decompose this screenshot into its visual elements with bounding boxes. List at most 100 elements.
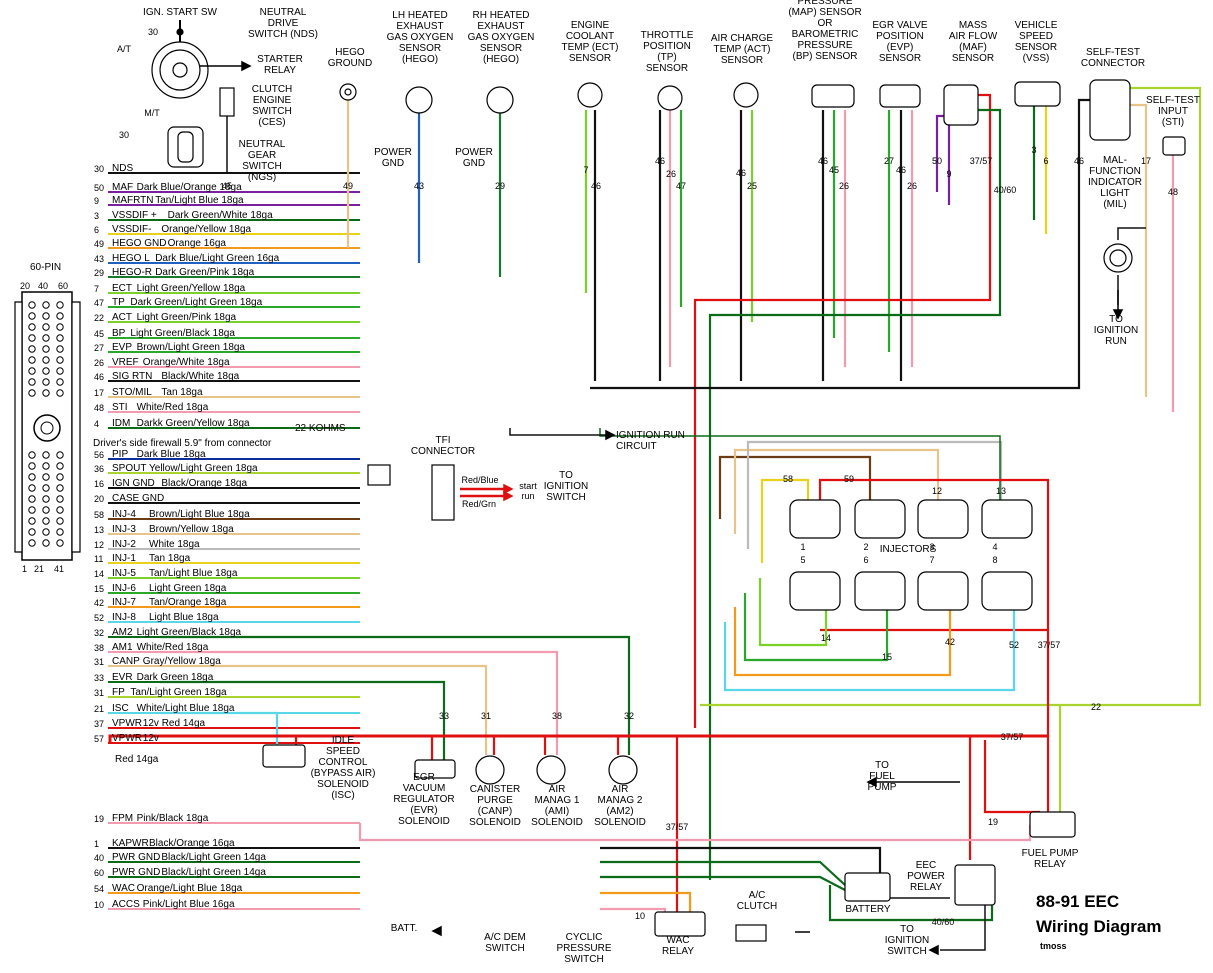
- wire-desc-31: White/Red 18ga: [137, 642, 209, 653]
- connector-pin: [42, 345, 50, 353]
- wire-desc-41: Black/Light Green 14ga: [161, 867, 266, 878]
- wire-name-32: CANP: [112, 656, 140, 667]
- wire-pin-1: 50: [94, 183, 104, 193]
- small-label-47: 15: [882, 652, 892, 662]
- connector-pin: [56, 356, 64, 364]
- wire-name-12: EVP: [112, 342, 132, 353]
- small-label-60: 10: [635, 911, 645, 921]
- small-label-4: 45: [222, 181, 232, 191]
- wire-desc-43: Pink/Light Blue 16ga: [143, 899, 235, 910]
- wire-desc-30: Light Green/Black 18ga: [137, 627, 242, 638]
- wire-pin-43: 10: [94, 900, 104, 910]
- small-label-53: 33: [439, 711, 449, 721]
- small-label-40: 3: [929, 542, 934, 552]
- wire-pin-4: 6: [94, 225, 99, 235]
- wire-name-10: ACT: [112, 312, 132, 323]
- small-label-45: 8: [992, 555, 997, 565]
- connector-bottom-41: 41: [54, 564, 64, 574]
- wire-name-39: KAPWR: [112, 838, 149, 849]
- connector-pin: [28, 323, 36, 331]
- wire-pin-41: 60: [94, 868, 104, 878]
- connector-pin: [42, 495, 50, 503]
- wire-desc-20: Black/Orange 18ga: [161, 478, 247, 489]
- small-label-21: 50: [932, 156, 942, 166]
- wire-pin-22: 58: [94, 510, 104, 520]
- pcm-60-pin-connector: [14, 291, 81, 561]
- wire-name-30: AM2: [112, 627, 133, 638]
- wire-pin-38: 19: [94, 814, 104, 824]
- wire-desc-2: Tan/Light Blue 18ga: [155, 195, 244, 206]
- connector-pin: [28, 345, 36, 353]
- wire-name-17: IDM: [112, 418, 130, 429]
- wire-name-37: VPWR: [112, 733, 142, 744]
- connector-pin: [42, 484, 50, 492]
- connector-pin: [28, 528, 36, 536]
- connector-pin: [28, 312, 36, 320]
- wire-name-24: INJ-2: [112, 539, 136, 550]
- wire-pin-31: 38: [94, 643, 104, 653]
- small-label-26: 6: [1043, 156, 1048, 166]
- connector-pin: [28, 539, 36, 547]
- wire-pin-30: 32: [94, 628, 104, 638]
- component-label-32: BATTERY: [845, 904, 891, 915]
- connector-pin: [28, 506, 36, 514]
- small-label-10: 46: [655, 156, 665, 166]
- small-label-7: 29: [495, 181, 505, 191]
- wire-desc-13: Orange/White 18ga: [143, 357, 230, 368]
- connector-pin: [56, 367, 64, 375]
- wire-pin-16: 48: [94, 403, 104, 413]
- connector-pin: [42, 517, 50, 525]
- small-label-38: 1: [800, 542, 805, 552]
- connector-pin: [42, 462, 50, 470]
- small-label-25: 3: [1031, 145, 1036, 155]
- wire-pin-34: 31: [94, 688, 104, 698]
- wire-name-20: IGN GND: [112, 478, 155, 489]
- small-label-33: Red/Grn: [462, 499, 496, 509]
- connector-pin: [28, 301, 36, 309]
- wire-pin-15: 17: [94, 388, 104, 398]
- connector-pin: [56, 312, 64, 320]
- connector-pin: [42, 378, 50, 386]
- wire-name-0: NDS: [112, 163, 133, 174]
- title-line2: Wiring Diagram: [1036, 917, 1161, 936]
- wire-desc-19: Yellow/Light Green 18ga: [149, 463, 258, 474]
- wire-layer: [108, 172, 360, 910]
- connector-pin: [28, 473, 36, 481]
- wire-desc-16: White/Red 18ga: [137, 402, 209, 413]
- connector-pin: [42, 334, 50, 342]
- component-label-0: IGN. START SW: [143, 7, 217, 18]
- wire-name-21: CASE GND: [112, 493, 164, 504]
- connector-pin: [42, 539, 50, 547]
- small-label-13: 46: [736, 168, 746, 178]
- wire-pin-13: 26: [94, 358, 104, 368]
- title-line1: 88-91 EEC: [1036, 892, 1119, 911]
- connector-pin: [42, 473, 50, 481]
- small-label-43: 6: [863, 555, 868, 565]
- wire-desc-28: Tan/Orange 18ga: [149, 597, 227, 608]
- small-label-55: 38: [552, 711, 562, 721]
- wire-desc-32: Gray/Yellow 18ga: [143, 656, 221, 667]
- wire-pin-9: 47: [94, 298, 104, 308]
- arrows: [200, 60, 1124, 956]
- small-label-35: 59: [844, 474, 854, 484]
- wire-name-29: INJ-8: [112, 612, 136, 623]
- firewall-note: Driver's side firewall 5.9" from connect…: [93, 438, 272, 449]
- wire-desc-36: 12v Red 14ga: [143, 718, 206, 729]
- small-label-34: 58: [783, 474, 793, 484]
- wire-name-2: MAFRTN: [112, 195, 153, 206]
- wire-name-18: PIP: [112, 449, 128, 460]
- small-label-36: 12: [932, 486, 942, 496]
- wire-name-34: FP: [112, 687, 125, 698]
